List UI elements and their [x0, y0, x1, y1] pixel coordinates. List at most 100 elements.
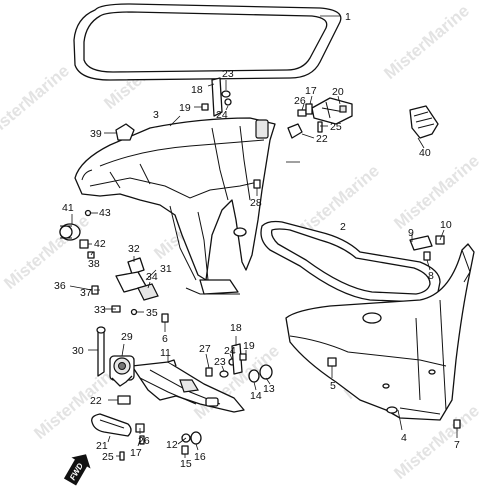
callout-14[interactable]: 14 [250, 390, 262, 402]
part-40-plug[interactable] [409, 105, 439, 139]
part-3-upper-frame[interactable] [74, 117, 276, 295]
part-21-handle[interactable] [91, 413, 132, 437]
part-28-bolt[interactable] [253, 179, 261, 189]
callout-15[interactable]: 15 [180, 458, 192, 470]
callout-38[interactable]: 38 [88, 258, 100, 270]
callout-13[interactable]: 13 [263, 383, 275, 395]
callout-26-top[interactable]: 26 [294, 95, 306, 107]
watermark: MisterMarine [0, 211, 93, 293]
callout-37[interactable]: 37 [80, 287, 92, 299]
part-26-nut[interactable] [297, 109, 307, 117]
callout-40[interactable]: 40 [419, 147, 431, 159]
callout-33[interactable]: 33 [94, 304, 106, 316]
callout-35[interactable]: 35 [146, 307, 158, 319]
callout-22-top[interactable]: 22 [316, 133, 328, 145]
watermark: MisterMarine [0, 61, 73, 143]
callout-25-bottom[interactable]: 25 [102, 451, 114, 463]
callout-6[interactable]: 6 [162, 333, 168, 345]
part-25-lower-bolt[interactable] [119, 451, 125, 461]
callout-5[interactable]: 5 [330, 380, 336, 392]
callout-23-top[interactable]: 23 [222, 68, 234, 80]
callout-41[interactable]: 41 [62, 202, 74, 214]
callout-24-bottom[interactable]: 24 [224, 345, 236, 357]
callout-23-bottom[interactable]: 23 [214, 356, 226, 368]
part-20-latch[interactable] [311, 97, 353, 125]
callout-17-top[interactable]: 17 [305, 85, 317, 97]
callout-2[interactable]: 2 [340, 221, 346, 233]
watermark: MisterMarine [390, 151, 483, 233]
part-27-screw[interactable] [205, 367, 213, 377]
part-5-bolt[interactable] [327, 357, 337, 367]
callout-17-bottom[interactable]: 17 [130, 447, 142, 459]
part-34-pad[interactable] [137, 283, 159, 301]
part-23-washer[interactable] [221, 90, 231, 98]
part-39-clip[interactable] [115, 123, 135, 141]
callout-30[interactable]: 30 [72, 345, 84, 357]
part-6-bolt[interactable] [161, 313, 169, 323]
part-22-clip[interactable] [287, 123, 303, 139]
part-32-bracket[interactable] [127, 257, 145, 275]
part-22-lower-clip[interactable] [117, 395, 131, 405]
callout-4[interactable]: 4 [401, 432, 407, 444]
callout-3[interactable]: 3 [153, 109, 159, 121]
part-1-top-seal[interactable] [73, 3, 342, 81]
callout-9[interactable]: 9 [408, 227, 414, 239]
callout-7[interactable]: 7 [454, 439, 460, 451]
part-16-grommet[interactable] [190, 431, 202, 445]
part-15-bolt[interactable] [181, 445, 189, 455]
part-9-bracket[interactable] [409, 235, 433, 251]
callout-18-top[interactable]: 18 [191, 84, 203, 96]
callout-12[interactable]: 12 [166, 439, 178, 451]
part-7-bolt[interactable] [453, 419, 461, 429]
part-19-screw[interactable] [201, 103, 209, 111]
part-29-switch[interactable] [109, 355, 135, 387]
callout-26-bottom[interactable]: 26 [138, 435, 150, 447]
part-24-washer[interactable] [224, 98, 232, 106]
part-18-bracket[interactable] [211, 77, 223, 117]
callout-29[interactable]: 29 [121, 331, 133, 343]
part-25-bolt[interactable] [317, 121, 323, 133]
callout-8[interactable]: 8 [428, 270, 434, 282]
part-14-grommet[interactable] [248, 369, 260, 383]
fwd-arrow: FWD [63, 454, 91, 486]
callout-32[interactable]: 32 [128, 243, 140, 255]
part-13-grommet[interactable] [259, 364, 273, 380]
part-2-lower-seal[interactable] [260, 220, 441, 303]
part-30-cable-tie[interactable] [96, 326, 106, 377]
part-4-lower-cowl[interactable] [285, 243, 475, 421]
part-18-lower-bracket[interactable] [231, 343, 243, 375]
leader-lines [69, 15, 458, 458]
part-43-screw[interactable] [84, 209, 92, 217]
callout-36[interactable]: 36 [54, 280, 66, 292]
part-19-lower-screw[interactable] [239, 353, 247, 361]
callout-42[interactable]: 42 [94, 238, 106, 250]
callout-39[interactable]: 39 [90, 128, 102, 140]
callout-43[interactable]: 43 [99, 207, 111, 219]
part-17-pin[interactable] [305, 103, 313, 115]
callout-10[interactable]: 10 [440, 219, 452, 231]
callout-11[interactable]: 11 [160, 347, 171, 359]
callout-19-top[interactable]: 19 [179, 102, 191, 114]
fwd-arrow-icon [63, 454, 91, 486]
part-23-lower-washer[interactable] [219, 370, 229, 378]
callout-31[interactable]: 31 [160, 263, 172, 275]
callout-34[interactable]: 34 [146, 271, 158, 283]
callout-18-bottom[interactable]: 18 [230, 322, 242, 334]
callout-24-top[interactable]: 24 [216, 109, 228, 121]
callout-22-bottom[interactable]: 22 [90, 395, 102, 407]
part-11-lever-bracket[interactable] [131, 359, 245, 413]
part-8-nut[interactable] [423, 251, 431, 261]
part-42-nut[interactable] [79, 239, 89, 249]
callout-21[interactable]: 21 [96, 440, 108, 452]
watermark: MisterMarine [380, 1, 473, 83]
callout-1[interactable]: 1 [345, 11, 351, 23]
callout-19-bottom[interactable]: 19 [243, 340, 255, 352]
callout-20[interactable]: 20 [332, 86, 344, 98]
callout-16[interactable]: 16 [194, 451, 206, 463]
callout-25-top[interactable]: 25 [330, 121, 342, 133]
callout-28[interactable]: 28 [250, 197, 262, 209]
callout-27[interactable]: 27 [199, 343, 211, 355]
part-41-grommet[interactable] [59, 223, 81, 241]
part-35-screw[interactable] [130, 308, 138, 316]
